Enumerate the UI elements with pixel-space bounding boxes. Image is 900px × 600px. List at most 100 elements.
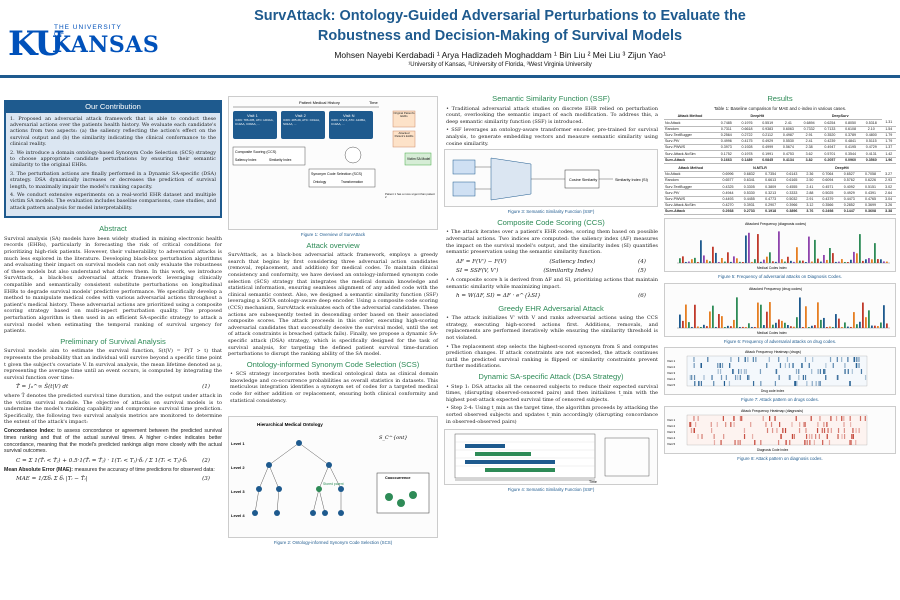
metric-cell: 3.12	[802, 202, 818, 210]
heatmap-cell	[694, 381, 696, 387]
heatmap-cell	[697, 415, 699, 421]
heatmap-cell	[811, 381, 813, 387]
metric-cell: 0.2907	[759, 202, 782, 210]
heatmap-cell	[769, 415, 771, 421]
attack-method-cell: Surv-Attack-NoSim	[664, 202, 718, 210]
abstract-text: Survival analysis (SA) models have been …	[4, 235, 222, 335]
affiliations: ¹University of Kansas, ²University of Fl…	[408, 62, 592, 68]
heatmap-cell	[847, 369, 849, 375]
attack-method-cell: Surv-PtV	[664, 189, 718, 197]
contribution-heading: Our Contribution	[6, 102, 220, 113]
mae-text: measures the accuracy of time prediction…	[74, 466, 215, 473]
metric-cell: 0.4175	[736, 138, 758, 146]
ssf-text-2: SSF leverages an ontology-aware transfor…	[446, 127, 658, 147]
visit-1: Visit 1 ICD9: 786.205, ATC: H03AA, C10AA…	[233, 111, 277, 139]
title-line-1: SurvAttack: Ontology-Guided Adversarial …	[254, 8, 746, 24]
bar	[796, 316, 798, 328]
bar	[724, 326, 726, 328]
heatmap-cell	[825, 375, 827, 381]
bar	[772, 324, 774, 328]
victim-model-label: Victim SA Model	[407, 157, 430, 161]
metric-cell: 3.26	[881, 202, 896, 210]
heatmap-cell	[817, 369, 819, 375]
heatmap-cell	[804, 357, 807, 363]
heatmap-cell	[823, 427, 826, 433]
metric-cell: 0.4092	[838, 183, 860, 191]
attack-method-cell: Surv-PWWS	[664, 196, 718, 203]
heatmap-cell	[719, 369, 722, 375]
bar	[718, 313, 720, 328]
logo-university: THE UNIVERSITY OF	[54, 24, 122, 38]
heatmap-cell	[792, 363, 794, 369]
column-3: Semantic Similarity Function (SSF) • Tra…	[444, 95, 659, 496]
metric-cell: 0.6618	[736, 126, 758, 133]
heatmap-cell	[717, 369, 719, 375]
bar	[769, 252, 771, 264]
bar	[745, 235, 747, 264]
level-3-label: Level 3	[231, 489, 245, 494]
eq4-body: ΔF = F(V') − F(V)	[456, 258, 507, 265]
metric-cell: 0.6832	[738, 171, 760, 179]
poster-header: KU THE UNIVERSITY OF KANSAS SurvAttack: …	[0, 0, 900, 78]
metric-cell: 0.6108	[840, 126, 861, 133]
heatmap-cell	[850, 439, 852, 445]
heatmap-cell	[759, 369, 762, 375]
bar	[826, 260, 828, 264]
figure-3-ssf: Cosine Similarity Similarity Index (SI)	[444, 149, 658, 208]
bar	[775, 262, 777, 264]
heatmap-cell	[779, 363, 782, 369]
metric-cell: 2.50	[802, 177, 818, 185]
metric-cell: 0.3966	[781, 202, 803, 210]
bar	[679, 258, 681, 264]
heatmap-cell	[723, 381, 726, 387]
heatmap-cell	[836, 357, 838, 363]
heatmap-cell	[743, 369, 746, 375]
bar	[715, 326, 717, 328]
metric-cell: 0.6996	[717, 171, 739, 179]
metric-cell: 0.3896	[781, 208, 803, 216]
bar	[808, 236, 810, 264]
stored-parent-label: Stored parent	[323, 482, 344, 486]
metric-cell: 2.41	[778, 119, 799, 127]
ci-text: to assess concordance or agreement betwe…	[4, 427, 222, 455]
metric-cell: 0.2057	[819, 157, 841, 164]
metric-cell: 0.4270	[717, 202, 739, 210]
bar	[853, 252, 855, 264]
bar	[739, 262, 741, 264]
ssf-text-1: Traditional adversarial attack studies o…	[446, 105, 659, 125]
heatmap-cell	[855, 439, 857, 445]
heatmap-cell	[776, 427, 778, 433]
metric-cell: 0.6143	[781, 171, 803, 179]
heatmap-row-label: Visit 5	[667, 383, 675, 387]
dsa-text-1: Step 1: DSA attacks all the censored sub…	[446, 383, 658, 403]
mae-label: Mean Absolute Error (MAE):	[4, 466, 73, 473]
bar	[685, 262, 687, 264]
bar	[733, 319, 735, 328]
metric-cell: 0.3931	[738, 202, 760, 210]
metric-cell: 0.5330	[738, 189, 760, 197]
original-ehr-box	[392, 110, 416, 128]
heatmap-cell	[765, 421, 767, 427]
heatmap-cell	[843, 433, 846, 439]
dsa-text-2: Step 2-4: Using t_min as the target time…	[446, 405, 658, 425]
metric-cell: 2.88	[802, 189, 818, 197]
heatmap-cell	[693, 427, 695, 433]
eq6-number: (6)	[638, 293, 646, 300]
attack-overview-heading: Attack overview	[306, 240, 360, 250]
heatmap-cell	[795, 381, 797, 387]
bar	[877, 325, 879, 328]
heatmap-cell	[824, 369, 826, 375]
bar	[739, 326, 741, 328]
bar	[814, 324, 816, 328]
bar	[730, 262, 732, 264]
bar	[778, 319, 780, 328]
eq4-label: (Saliency Index)	[549, 258, 596, 265]
equation-1: T̂ = ∫₀^∞ Ŝ(t|V) dt(1)	[4, 383, 222, 393]
bar	[712, 305, 714, 328]
bar	[709, 261, 711, 264]
bar	[748, 323, 750, 328]
heatmap-cell	[698, 381, 700, 387]
visit-n-label: Visit N	[343, 113, 355, 118]
bar	[769, 301, 771, 328]
heatmap-cell	[841, 357, 843, 363]
